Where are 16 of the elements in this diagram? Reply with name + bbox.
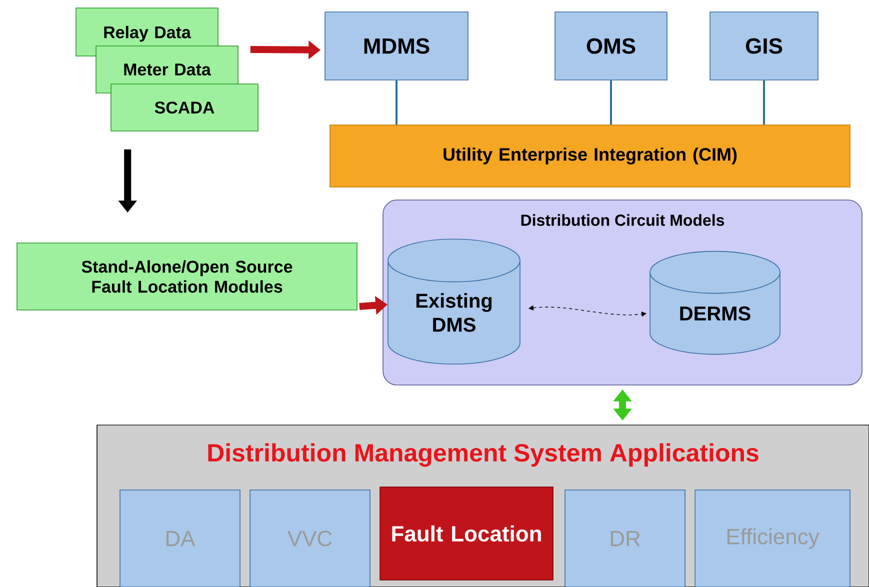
application-box: VVC <box>250 490 370 587</box>
data-box: SCADA <box>110 84 258 132</box>
connector-line <box>763 80 765 125</box>
application-box: Fault Location <box>380 486 554 580</box>
connector-line <box>396 80 398 125</box>
system-box: MDMS <box>324 12 468 80</box>
integration-band: Utility Enterprise Integration (CIM) <box>330 124 850 188</box>
connector-line <box>610 80 612 125</box>
system-box: OMS <box>554 12 668 80</box>
application-box: DA <box>120 490 240 587</box>
database-cylinder: DERMS <box>650 250 780 355</box>
module-box: Stand-Alone/Open Source Fault Location Modules <box>16 242 358 310</box>
application-box: Efficiency <box>694 490 850 587</box>
application-box: DR <box>564 490 686 587</box>
system-box: GIS <box>710 12 818 80</box>
database-cylinder: Existing DMS <box>388 238 520 365</box>
